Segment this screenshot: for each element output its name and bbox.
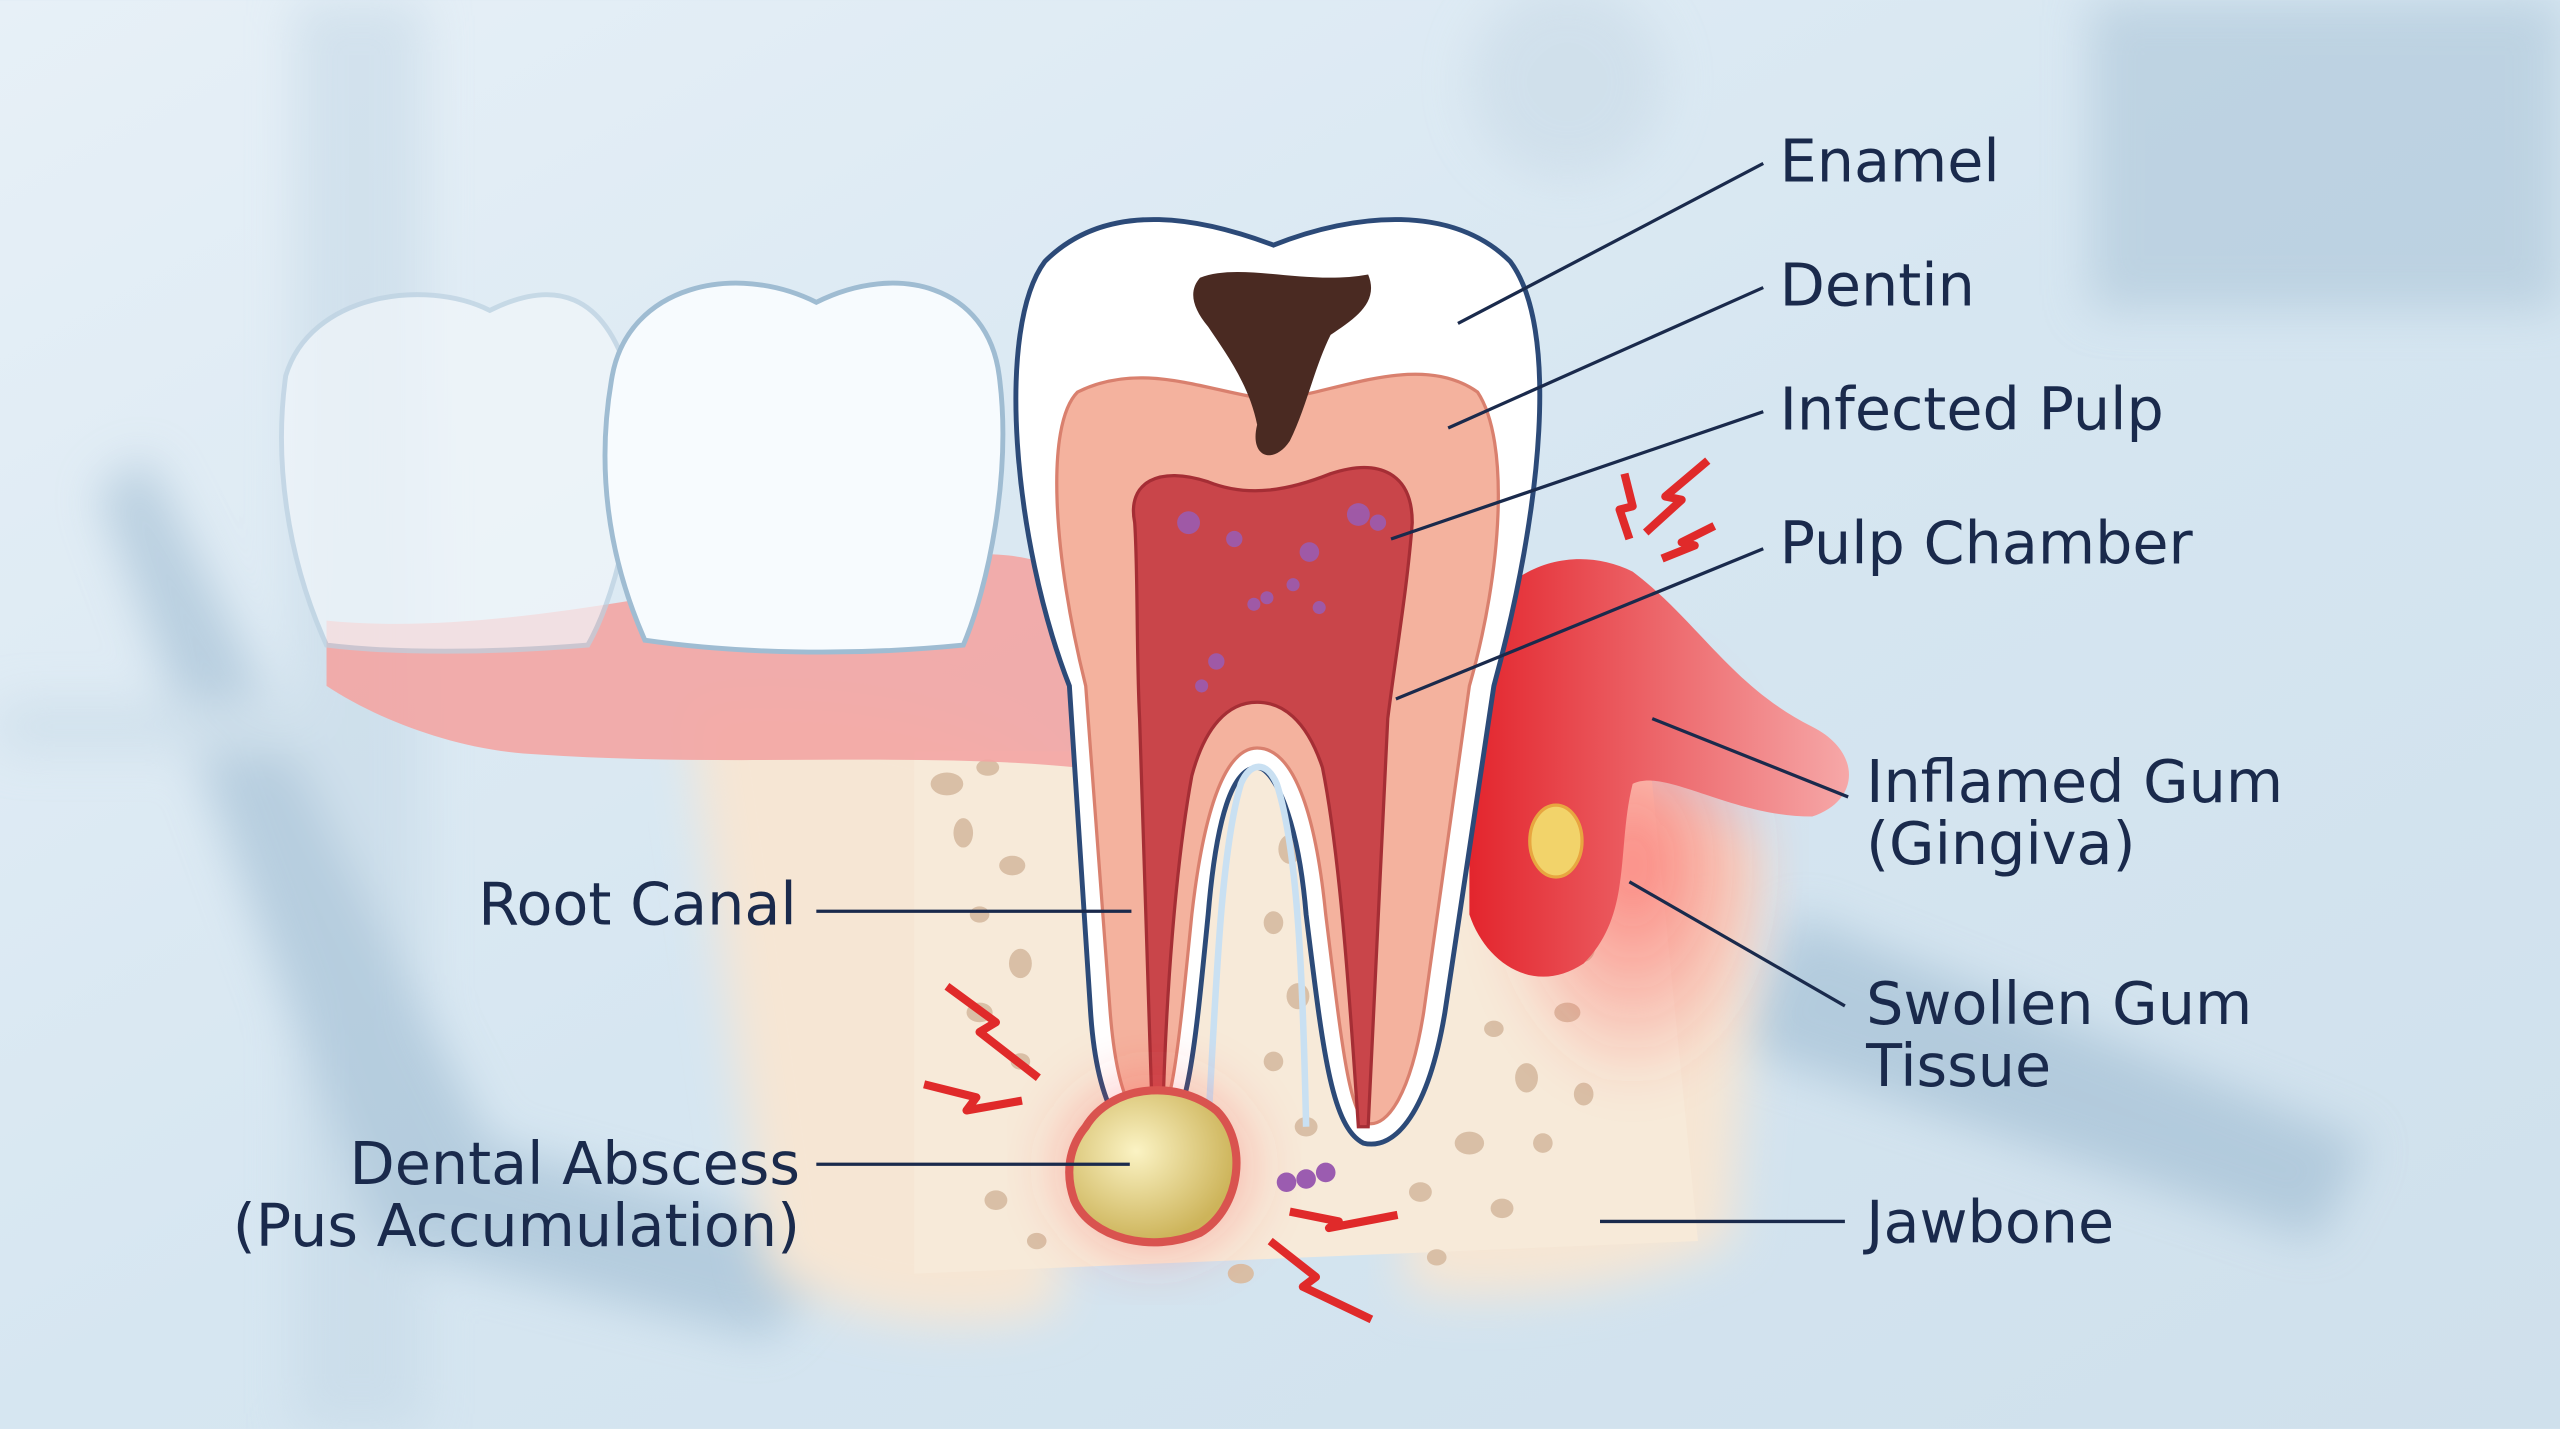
neighbor-teeth — [279, 280, 1006, 655]
label-inflamed-gum-sub: (Gingiva) — [1866, 809, 2135, 878]
label-dental-abscess-sub: (Pus Accumulation) — [233, 1191, 800, 1260]
leader-lines — [816, 162, 1849, 1224]
root-inner-enamel — [1204, 763, 1310, 1127]
pain-lightning-icons — [923, 457, 1717, 1324]
label-inflamed-gum: Inflamed Gum — [1866, 747, 2283, 816]
label-dentin: Dentin — [1780, 251, 1975, 320]
label-swollen-gum: Swollen Gum — [1866, 969, 2252, 1038]
label-enamel: Enamel — [1780, 126, 2000, 195]
inflamed-gum — [1469, 559, 1849, 1095]
label-swollen-gum-sub: Tissue — [1865, 1031, 2051, 1100]
label-pulp-chamber: Pulp Chamber — [1780, 508, 2194, 577]
label-infected-pulp: Infected Pulp — [1780, 375, 2164, 444]
dental-abscess — [1031, 1053, 1336, 1282]
pulp-chamber — [1131, 465, 1414, 1129]
infected-molar — [1013, 217, 1543, 1147]
cavity — [1193, 271, 1372, 456]
label-root-canal: Root Canal — [478, 869, 796, 938]
label-jawbone: Jawbone — [1862, 1188, 2114, 1257]
label-dental-abscess: Dental Abscess — [349, 1129, 800, 1198]
